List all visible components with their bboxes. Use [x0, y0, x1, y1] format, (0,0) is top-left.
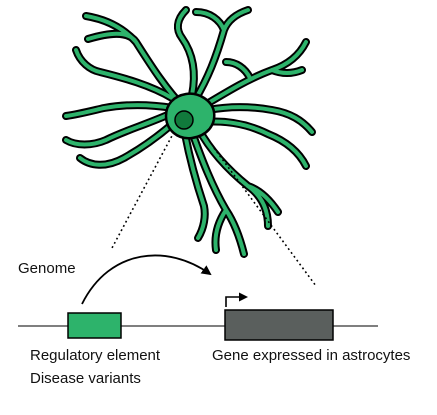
- curved-arrow-icon: [81, 254, 212, 305]
- gene-box: [224, 309, 334, 341]
- astrocyte-icon: [62, 6, 316, 258]
- disease-variants-label: Disease variants: [30, 370, 141, 387]
- regulatory-element-label: Regulatory element: [30, 347, 161, 364]
- gene-expressed-label: Gene expressed in astrocytes: [212, 347, 410, 364]
- genome-label: Genome: [18, 260, 76, 277]
- nucleus: [174, 110, 194, 130]
- bent-arrow-icon: [225, 292, 248, 307]
- regulatory-element-box: [67, 312, 122, 339]
